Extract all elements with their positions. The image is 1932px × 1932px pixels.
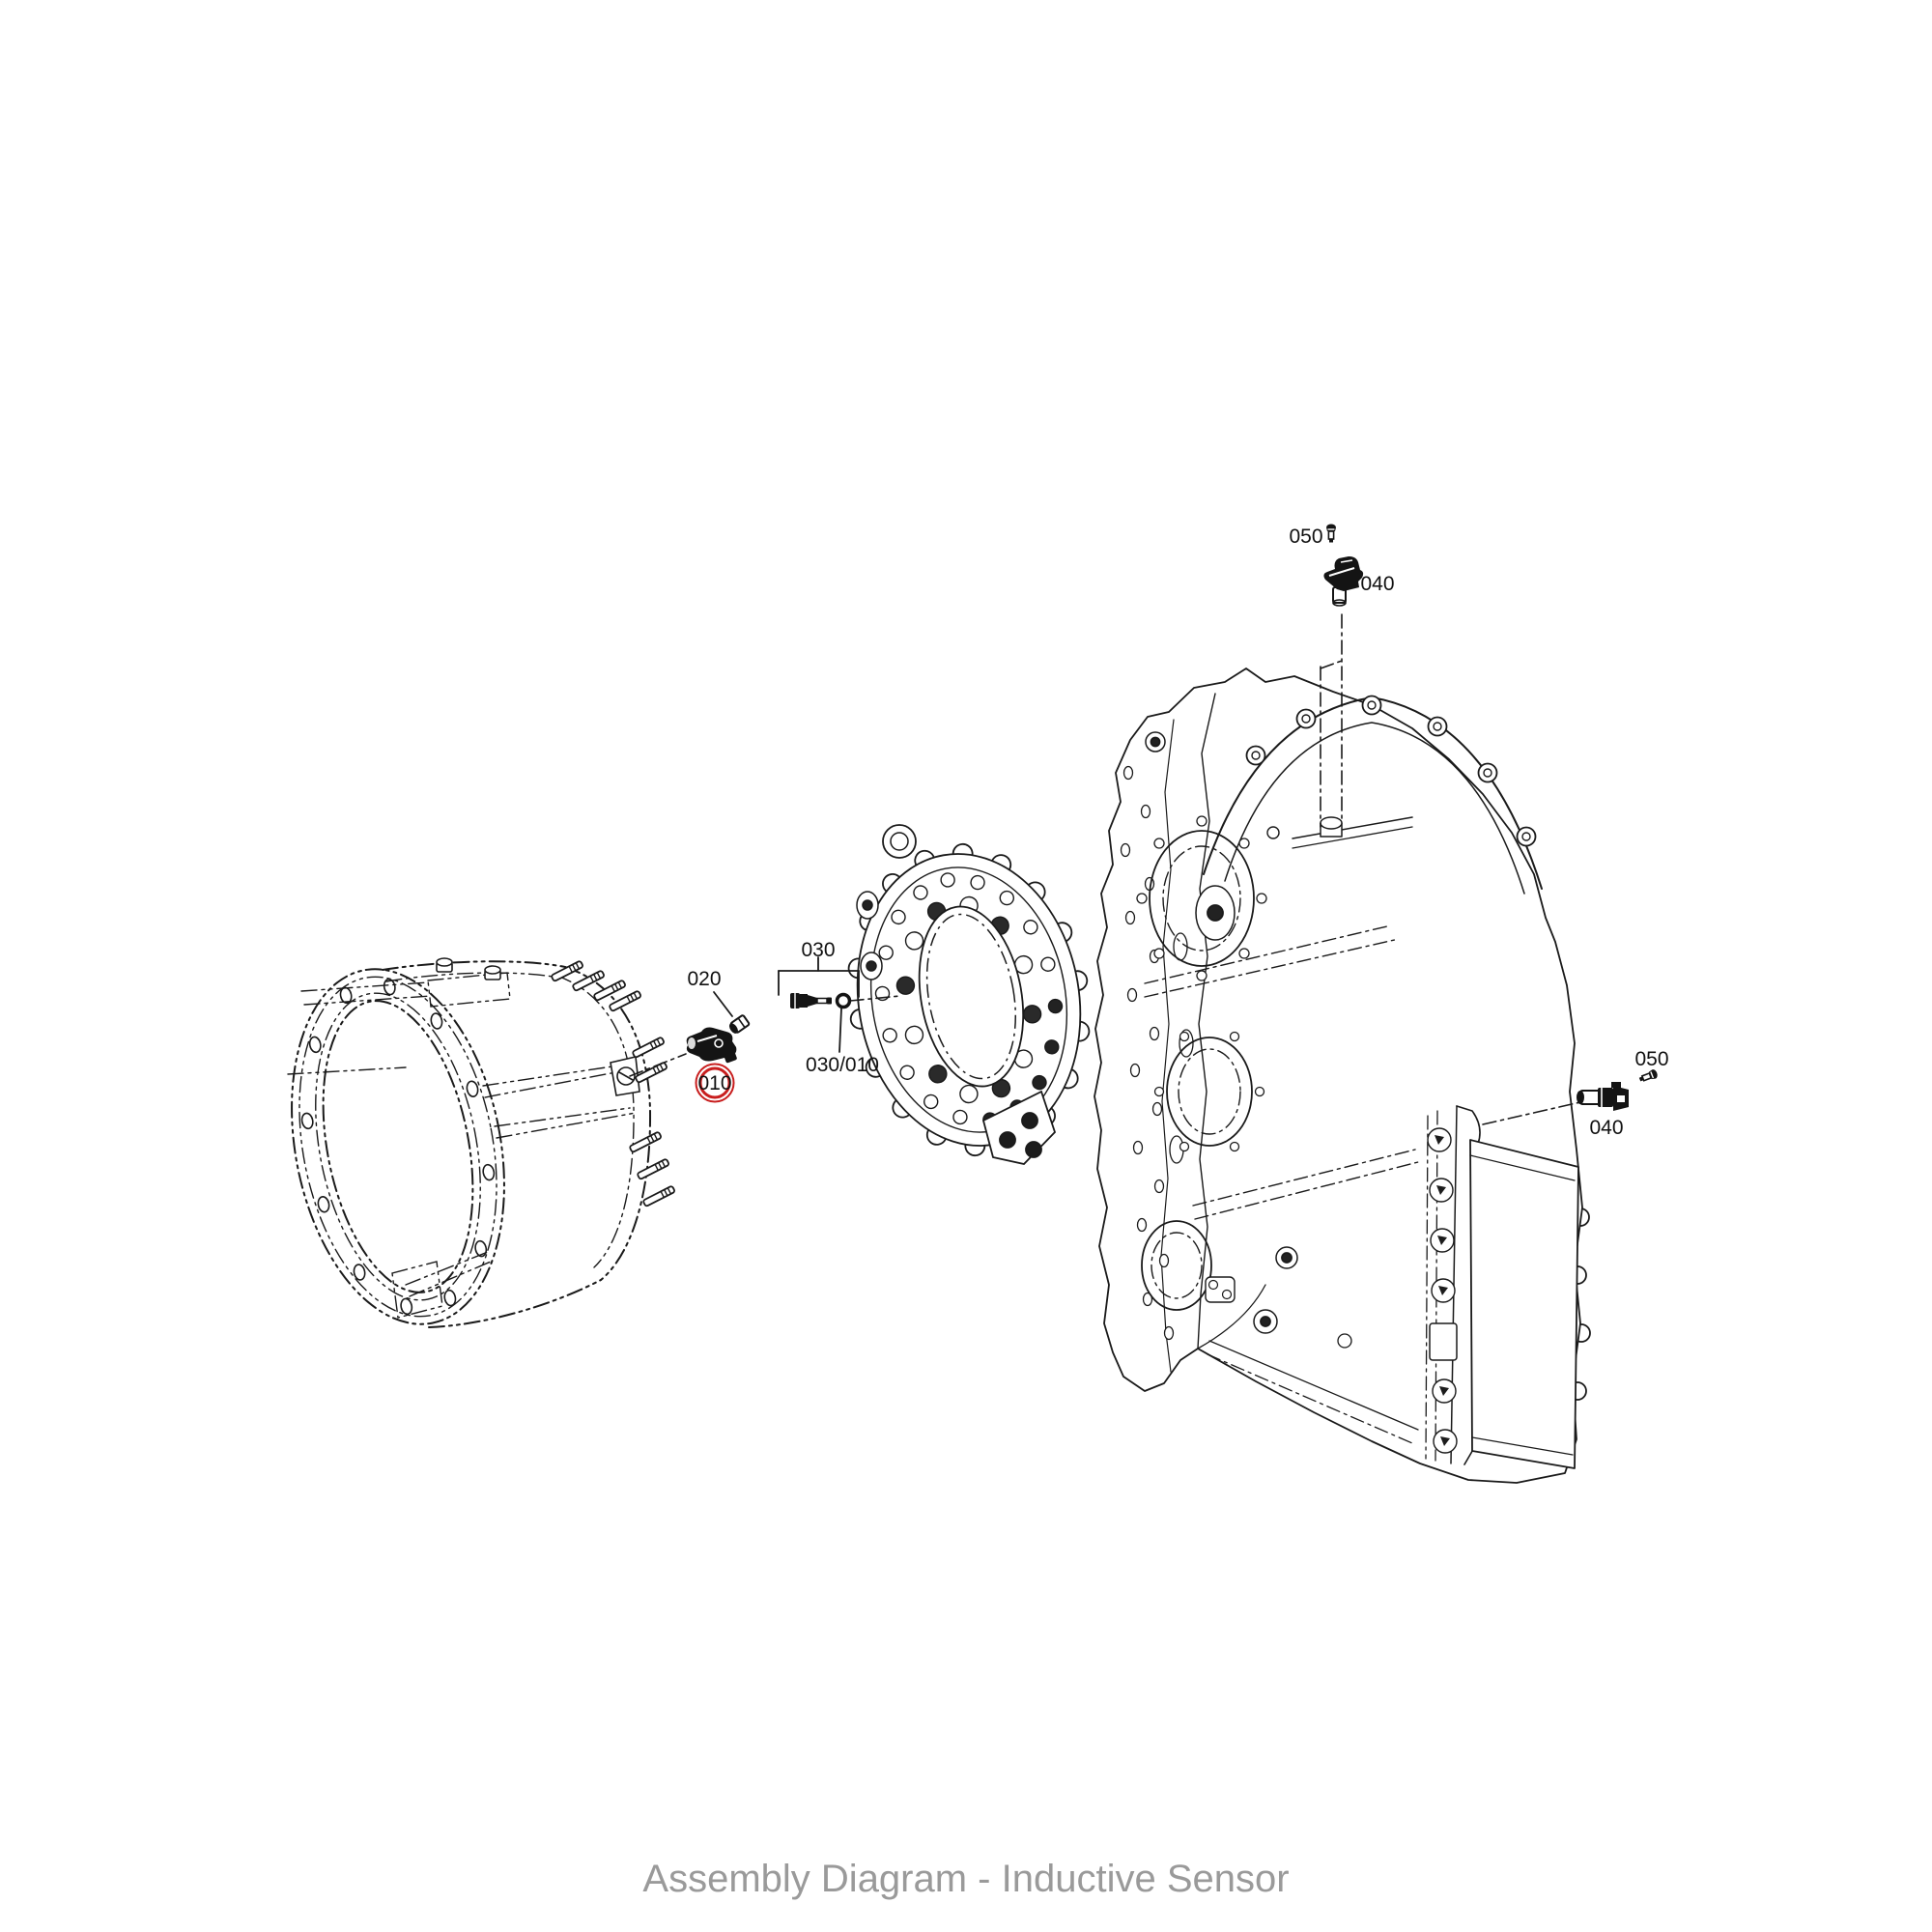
bolt-050-right-icon [1636, 1067, 1660, 1086]
label-050-right: 050 [1634, 1048, 1668, 1070]
bracket-030 [778, 956, 860, 998]
pad-bolt-heads [436, 957, 501, 980]
plate-bottom-lobe [981, 1090, 1057, 1165]
label-040-top: 040 [1360, 573, 1394, 595]
axis-040-right [1482, 1101, 1581, 1125]
bore-lower [1141, 1220, 1212, 1311]
label-030: 030 [801, 939, 835, 961]
label-040-right: 040 [1589, 1117, 1623, 1139]
projection-040-top [1320, 613, 1343, 828]
label-010: 010 [697, 1072, 731, 1094]
leader-lines [629, 613, 1581, 1125]
inductive-sensor-040-right-icon [1577, 1082, 1629, 1111]
bore-middle [1153, 1031, 1265, 1152]
o-ring-icon [835, 992, 852, 1009]
inductive-sensor-010-icon [686, 1027, 737, 1064]
sump-details [1197, 1246, 1419, 1444]
bell-housing-drawing [287, 957, 676, 1328]
plate-left-bosses [856, 891, 883, 980]
intermediate-plate-drawing [847, 824, 1091, 1165]
body-rails [1144, 924, 1423, 1220]
top-sensor-boss [1320, 816, 1343, 838]
axis-010 [629, 1053, 687, 1077]
bore-upper [1136, 815, 1267, 981]
leader-020 [713, 991, 733, 1017]
sensor-mount-bracket [610, 1056, 640, 1096]
label-050-top: 050 [1289, 526, 1322, 548]
label-030-010: 030/010 [806, 1054, 879, 1076]
highlight-circle-010 [695, 1063, 735, 1103]
axis-030 [849, 995, 901, 1002]
inductive-sensor-030-icon [790, 993, 832, 1009]
screw-plug-icon [728, 1014, 751, 1034]
label-020: 020 [687, 968, 721, 990]
gearbox-housing-drawing [1094, 668, 1591, 1484]
flange-bolt-holes [300, 978, 496, 1316]
bolt-050-top-icon [1325, 523, 1337, 544]
leader-030-010 [838, 1008, 842, 1053]
diagram-caption: Assembly Diagram - Inductive Sensor [642, 1858, 1289, 1900]
inductive-sensor-040-top-icon [1323, 556, 1364, 607]
side-panel [1469, 1139, 1579, 1469]
bolt-chain-strip [1425, 1105, 1488, 1465]
